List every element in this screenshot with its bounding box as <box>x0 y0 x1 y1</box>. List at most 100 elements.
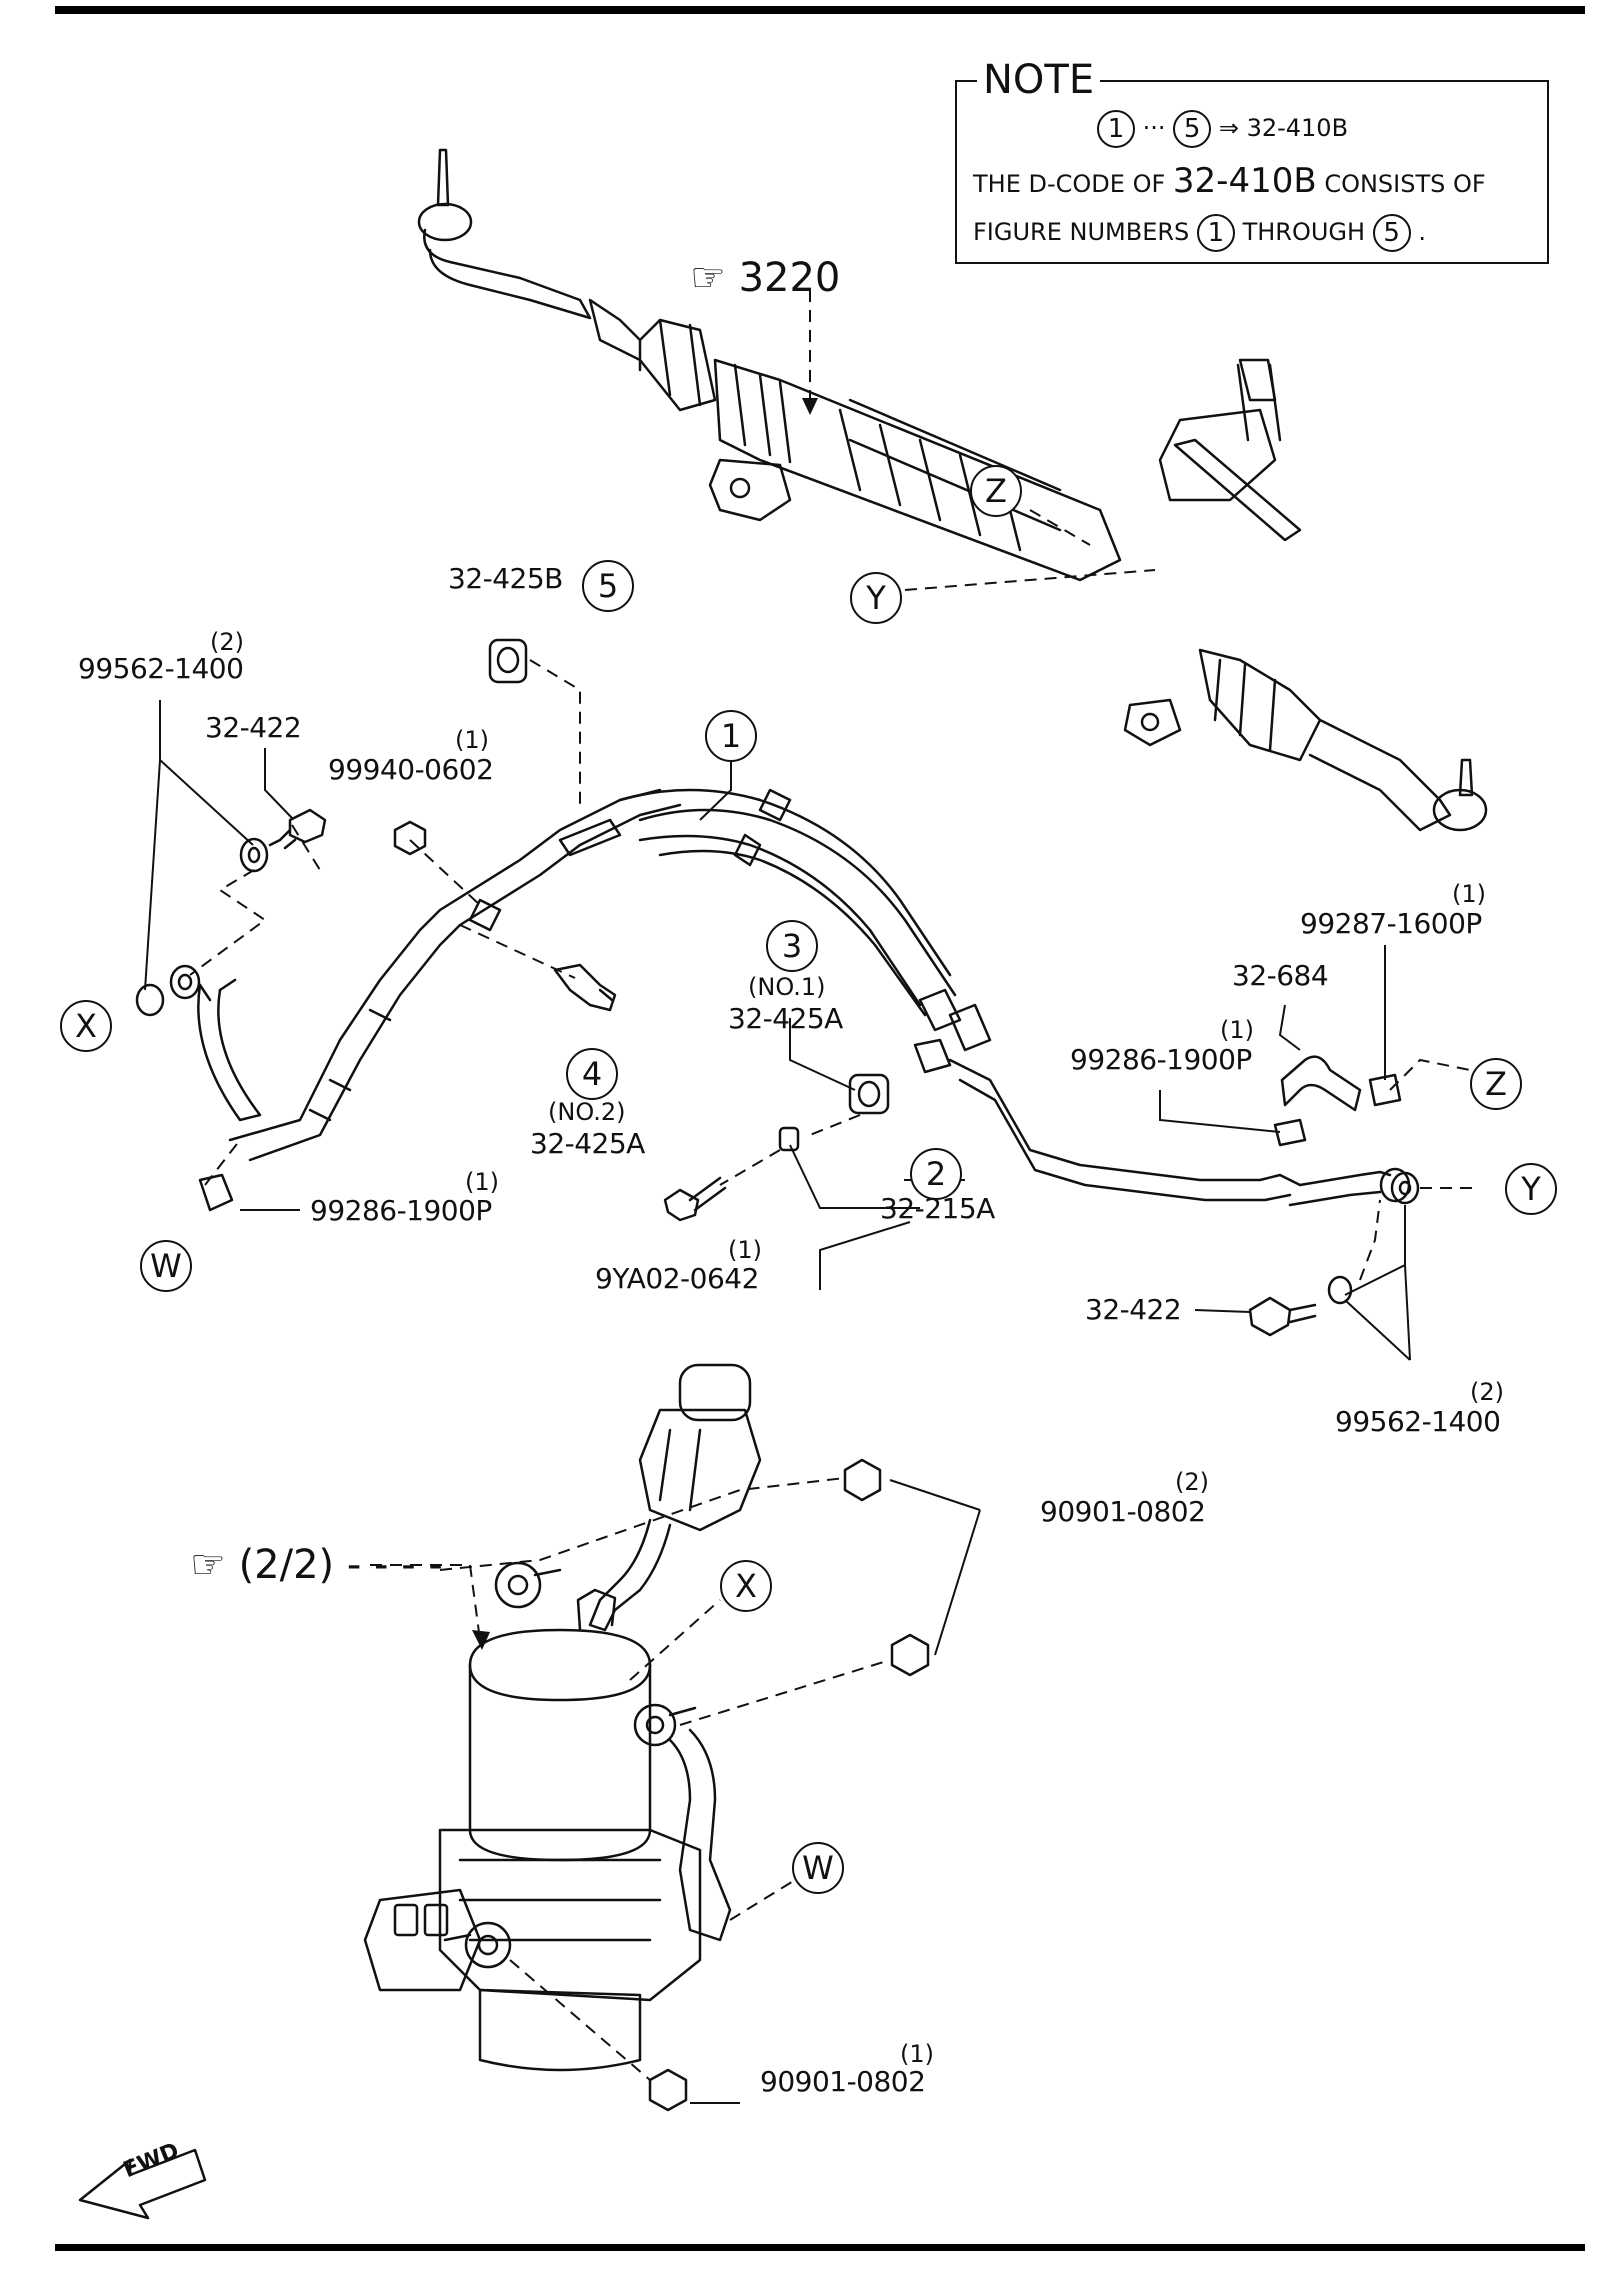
rack-housing <box>713 358 1122 582</box>
connector-z-right[interactable]: Z <box>1470 1058 1522 1110</box>
qty-99562-1400-b: (2) <box>1470 1378 1504 1406</box>
washer-left <box>239 837 269 873</box>
qty-9ya02-0642: (1) <box>728 1236 762 1264</box>
note-range-line: 1 ··· 5 ⇒ 32-410B <box>1097 110 1348 148</box>
qty-90901-0802-b: (1) <box>900 2040 934 2068</box>
steering-gear <box>417 148 1488 832</box>
connector-w-top[interactable]: W <box>140 1240 192 1292</box>
clip-99287 <box>1368 1073 1402 1107</box>
part-99940-0602[interactable]: 99940-0602 <box>328 753 494 786</box>
leader-lines <box>144 700 1411 2104</box>
figure-number-2[interactable]: 2 <box>910 1148 962 1200</box>
part-99562-1400-b[interactable]: 99562-1400 <box>1335 1405 1501 1438</box>
ref-2-2[interactable]: ☞ (2/2) - - - - <box>190 1545 443 1585</box>
pipe-clamp-2 <box>733 833 762 867</box>
collar-32-215a <box>778 1126 800 1152</box>
right-tie-rod-end <box>1458 758 1474 797</box>
pressure-switch <box>553 963 617 1012</box>
figure-number-1[interactable]: 1 <box>705 710 757 762</box>
ref-3220[interactable]: ☞ 3220 <box>690 258 840 298</box>
part-32-684[interactable]: 32-684 <box>1232 959 1329 992</box>
part-90901-0802-b[interactable]: 90901-0802 <box>760 2065 926 2098</box>
bolt-9ya02 <box>663 1188 700 1222</box>
clip-99286-left <box>198 1173 234 1212</box>
connector-x-top[interactable]: X <box>60 1000 112 1052</box>
mount-rubber-bottom <box>464 1921 512 1969</box>
left-boot <box>588 298 717 412</box>
note-range-target: 32-410B <box>1246 114 1349 142</box>
figure-number-3[interactable]: 3 <box>766 920 818 972</box>
pipe-bracket-left <box>558 818 622 857</box>
ref-2-2-text: (2/2) <box>238 1542 335 1588</box>
figure-number-5[interactable]: 5 <box>582 560 634 612</box>
note-line3-mid: THROUGH <box>1242 218 1366 246</box>
electrical-connector <box>363 1888 482 1992</box>
connector-y-right[interactable]: Y <box>1505 1163 1557 1215</box>
note-dots: ··· <box>1142 114 1166 142</box>
clip-99286-right <box>1273 1118 1307 1147</box>
left-tie-rod <box>423 228 592 320</box>
bottom-rule <box>55 2244 1585 2251</box>
pointing-hand-icon: ☞ <box>190 1542 226 1588</box>
nut-90901-upper <box>843 1458 882 1502</box>
note-line3-pre: FIGURE NUMBERS <box>973 218 1190 246</box>
part-9ya02-0642[interactable]: 9YA02-0642 <box>595 1262 759 1295</box>
connector-z-top[interactable]: Z <box>970 465 1022 517</box>
pipe-fitting-mid-3 <box>913 1038 952 1074</box>
top-rule <box>55 6 1585 14</box>
washer-right-upper <box>1390 1171 1420 1205</box>
part-32-425b[interactable]: 32-425B <box>448 562 563 595</box>
part-32-422-b[interactable]: 32-422 <box>1085 1293 1182 1326</box>
pipe-fitting-mid-2 <box>948 1003 992 1052</box>
left-ball-joint <box>417 202 473 242</box>
fwd-arrow <box>78 2148 207 2220</box>
pump-outlet <box>576 1588 617 1632</box>
connector-w-pump[interactable]: W <box>792 1842 844 1894</box>
note-circle-to: 5 <box>1173 110 1212 148</box>
note-line2-pre: THE D-CODE OF <box>973 170 1166 198</box>
pinion-housing <box>1158 408 1277 502</box>
pointing-hand-icon: ☞ <box>690 255 726 301</box>
qty-99287-1600p: (1) <box>1452 880 1486 908</box>
note-line-3: FIGURE NUMBERS 1 THROUGH 5 . <box>973 214 1426 252</box>
union-bolt-right <box>1248 1296 1292 1337</box>
tag-32-425a-no2: (NO.2) <box>548 1098 626 1126</box>
reservoir-cap <box>678 1363 752 1422</box>
figure-number-4[interactable]: 4 <box>566 1048 618 1100</box>
part-32-425a-no2[interactable]: 32-425A <box>530 1127 645 1160</box>
hose-32-684 <box>1280 1055 1362 1112</box>
right-mount-bracket <box>1123 698 1182 747</box>
right-boot <box>1198 648 1322 762</box>
pipe-right-run <box>948 1058 1302 1187</box>
washer-x-left <box>135 983 165 1017</box>
mount-rubber-right <box>633 1703 677 1747</box>
part-90901-0802-a[interactable]: 90901-0802 <box>1040 1495 1206 1528</box>
note-line3-circle-from: 1 <box>1196 214 1235 252</box>
note-line3-circle-to: 5 <box>1372 214 1411 252</box>
part-32-425a-no1[interactable]: 32-425A <box>728 1002 843 1035</box>
note-line2-code: 32-410B <box>1172 161 1317 201</box>
hardware <box>135 638 1420 1337</box>
nut-90901-middle <box>890 1633 930 1677</box>
note-line-2: THE D-CODE OF 32-410B CONSISTS OF <box>973 164 1486 198</box>
part-99562-1400-a[interactable]: 99562-1400 <box>78 652 244 685</box>
qty-90901-0802-a: (2) <box>1175 1468 1209 1496</box>
nut-99940 <box>393 820 427 856</box>
part-32-215a[interactable]: 32-215A <box>880 1192 995 1225</box>
part-32-422-a[interactable]: 32-422 <box>205 711 302 744</box>
part-99286-1900p-b[interactable]: 99286-1900P <box>1070 1043 1252 1076</box>
note-title: NOTE <box>977 60 1101 100</box>
arrowheads <box>472 398 818 1650</box>
insulator-32-425b <box>488 638 528 684</box>
reservoir-hose <box>588 1518 672 1632</box>
connector-y-top[interactable]: Y <box>850 572 902 624</box>
connector-x-pump[interactable]: X <box>720 1560 772 1612</box>
pump-motor <box>468 1628 652 1862</box>
pump-base <box>478 1988 642 2072</box>
part-99287-1600p[interactable]: 99287-1600P <box>1300 907 1482 940</box>
union-bolt-left <box>288 808 327 844</box>
part-99286-1900p-a[interactable]: 99286-1900P <box>310 1194 492 1227</box>
pipe-upper-left <box>197 983 262 1122</box>
note-circle-from: 1 <box>1097 110 1135 148</box>
